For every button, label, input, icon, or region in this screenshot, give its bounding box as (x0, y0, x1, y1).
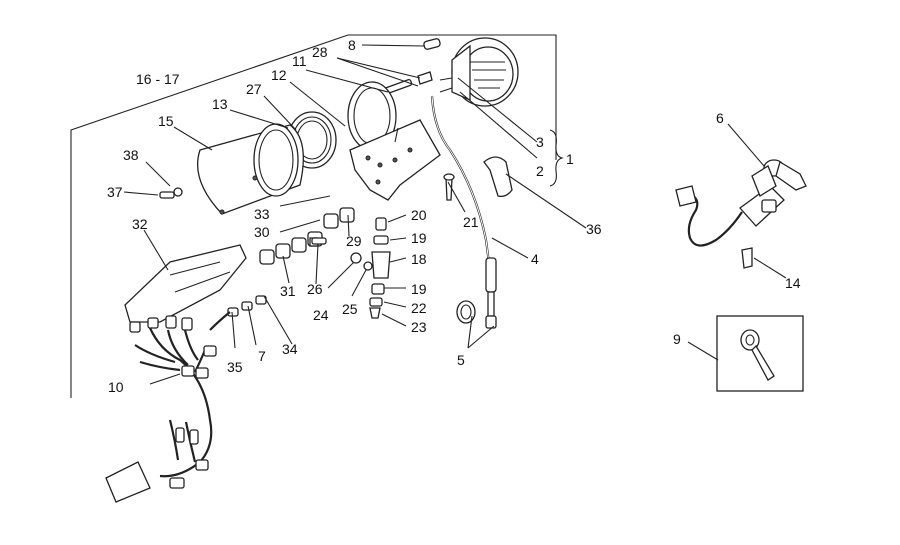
callout-9: 9 (673, 331, 681, 347)
callout-35: 35 (227, 359, 243, 375)
grommet-part-36 (483, 156, 513, 198)
leader-lines (123, 44, 787, 385)
callout-2: 2 (536, 163, 544, 179)
callout-8: 8 (348, 37, 356, 53)
callout-11: 11 (292, 53, 307, 69)
ignition-switch-part-6 (675, 159, 807, 269)
bracket-part-29 (349, 119, 441, 201)
callout-23: 23 (411, 319, 427, 335)
callout-14: 14 (785, 275, 801, 291)
group-outline-16-17 (70, 34, 557, 398)
indicator-lights-30-31 (259, 207, 355, 265)
callout-37: 37 (107, 184, 123, 200)
callout-18: 18 (411, 251, 427, 267)
callout-5: 5 (457, 352, 465, 368)
lamp-part-26 (311, 237, 327, 245)
ring-part-5 (456, 300, 476, 324)
callout-6: 6 (716, 110, 724, 126)
callout-16-17: 16 - 17 (136, 71, 180, 87)
callout-1: 1 (566, 151, 574, 167)
callout-19-upper: 19 (411, 230, 427, 246)
screw-part-37 (159, 187, 183, 199)
callout-27: 27 (246, 81, 262, 97)
callout-12: 12 (271, 67, 287, 83)
bolt-part-21 (443, 173, 455, 201)
speedometer-part (439, 37, 519, 107)
stack-parts-18-23 (369, 217, 391, 319)
screw-part-28 (417, 71, 433, 85)
key-box-part-9 (716, 315, 804, 392)
callout-26: 26 (307, 281, 323, 297)
callout-21: 21 (463, 214, 479, 230)
callout-13: 13 (212, 96, 228, 112)
callout-29: 29 (346, 233, 362, 249)
connector-part-7 (227, 295, 267, 317)
callout-32: 32 (132, 216, 148, 232)
callout-15: 15 (158, 113, 174, 129)
callout-10: 10 (108, 379, 124, 395)
callout-7: 7 (258, 348, 266, 364)
harness-part-10 (105, 311, 231, 503)
callout-4: 4 (531, 251, 539, 267)
callout-33: 33 (254, 206, 270, 222)
callout-34: 34 (282, 341, 298, 357)
callout-36: 36 (586, 221, 602, 237)
callout-labels: 1 2 3 4 5 6 7 8 9 10 11 12 13 14 15 16 -… (107, 37, 801, 395)
screw-part-8 (423, 38, 441, 50)
callout-28: 28 (312, 44, 328, 60)
callout-38: 38 (123, 147, 139, 163)
callout-3: 3 (536, 134, 544, 150)
callout-24: 24 (313, 307, 329, 323)
group-bracket-1 (549, 129, 564, 187)
callout-31: 31 (280, 283, 296, 299)
callout-19-lower: 19 (411, 281, 427, 297)
cable-part-4 (430, 95, 497, 329)
ring-part-12 (347, 81, 397, 151)
screw-part-24 (350, 252, 373, 271)
callout-30: 30 (254, 224, 270, 240)
callout-22: 22 (411, 300, 427, 316)
housing-part-15 (196, 123, 304, 215)
callout-25: 25 (342, 301, 358, 317)
callout-20: 20 (411, 207, 427, 223)
